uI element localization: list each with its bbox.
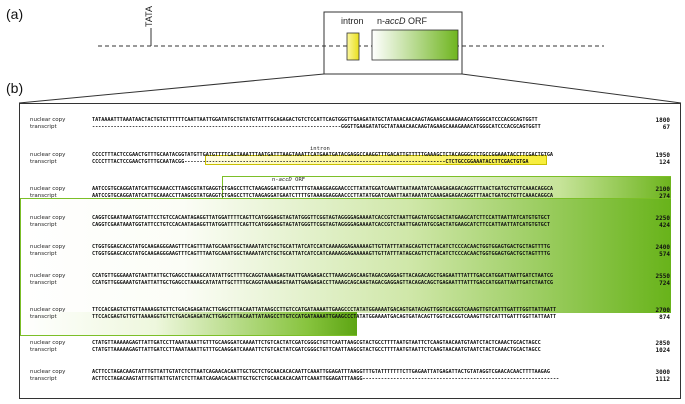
- row-label-transcript: transcript: [30, 124, 57, 130]
- position-nuclear: 1950: [655, 152, 670, 159]
- row-label-transcript: transcript: [30, 222, 57, 228]
- row-label-nuclear: nuclear copy: [30, 307, 66, 313]
- position-transcript: 424: [659, 222, 670, 229]
- sequence-nuclear: ACTTCCTAGACAAGTATTTGTTATTGTATCTCTTAATCAG…: [92, 369, 550, 375]
- position-nuclear: 2400: [655, 244, 670, 251]
- intron-annotation: intron: [310, 146, 330, 152]
- gene-map: TATA intron n-accD ORF: [18, 6, 682, 104]
- position-nuclear: 2700: [655, 307, 670, 314]
- sequence-transcript: CAGGTCGAATAAATGGTATTCCTGTCCACAATAGAGGTTA…: [92, 222, 550, 228]
- row-label-nuclear: nuclear copy: [30, 273, 66, 279]
- orf-highlight-end: [20, 312, 357, 336]
- position-transcript: 724: [659, 280, 670, 287]
- zoom-box: [323, 11, 463, 75]
- position-nuclear: 2250: [655, 215, 670, 222]
- intron-label: intron: [341, 16, 364, 26]
- intron-highlight: [205, 155, 547, 165]
- position-nuclear: 2100: [655, 186, 670, 193]
- sequence-transcript: AATCCGTGCAGGATATCATTGCAAACCTTAAGCGTATGAG…: [92, 193, 553, 199]
- row-label-transcript: transcript: [30, 376, 57, 382]
- row-label-nuclear: nuclear copy: [30, 152, 66, 158]
- orf-highlight-body: [20, 198, 671, 313]
- zoom-line-right: [461, 73, 682, 104]
- row-label-nuclear: nuclear copy: [30, 186, 66, 192]
- row-label-nuclear: nuclear copy: [30, 340, 66, 346]
- orf-label: n-accD ORF: [377, 16, 428, 26]
- row-label-nuclear: nuclear copy: [30, 244, 66, 250]
- sequence-nuclear: TTCCACGAGTGTTGTTAAAAGGTGTTCTGACAGAGATACT…: [92, 307, 557, 313]
- position-transcript: 274: [659, 193, 670, 200]
- row-label-nuclear: nuclear copy: [30, 117, 66, 123]
- sequence-transcript: CCATGTTGGGAAATGTAATTATTGCTGAGCCTAAAGCATA…: [92, 280, 553, 286]
- position-transcript: 124: [659, 159, 670, 166]
- sequence-transcript: TTCCACGAGTGTTGTTAAAAGGTGTTCTGACAGAGATACT…: [92, 314, 557, 320]
- row-label-transcript: transcript: [30, 347, 57, 353]
- row-label-transcript: transcript: [30, 314, 57, 320]
- sequence-nuclear: AATCCGTGCAGGATATCATTGCAAACCTTAAGCGTATGAG…: [92, 186, 553, 192]
- sequence-transcript: CTATGTTAAAAAGAGTTATTGATCCTTAAATAAATTGTTT…: [92, 347, 541, 353]
- sequence-transcript: CTGGTGGAGCACGTATGCAAGAGGGAAGTTTCAGTTTAAT…: [92, 251, 550, 257]
- orf-annotation: n-accD ORF: [272, 177, 306, 183]
- sequence-nuclear: CCATGTTGGGAAATGTAATTATTGCTGAGCCTAAAGCATA…: [92, 273, 553, 279]
- position-transcript: 1112: [655, 376, 670, 383]
- intron-box: [346, 32, 360, 61]
- panel-b-label: (b): [6, 80, 24, 96]
- row-label-transcript: transcript: [30, 251, 57, 257]
- sequence-transcript: ----------------------------------------…: [92, 124, 541, 130]
- position-transcript: 874: [659, 314, 670, 321]
- position-transcript: 67: [662, 124, 670, 131]
- sequence-transcript: ACTTCCTAGACAAGTATTTGTTATTGTATCTCTTAATCAG…: [92, 376, 560, 382]
- position-nuclear: 1800: [655, 117, 670, 124]
- alignment-box: [19, 103, 681, 399]
- row-label-transcript: transcript: [30, 280, 57, 286]
- row-label-nuclear: nuclear copy: [30, 215, 66, 221]
- position-transcript: 574: [659, 251, 670, 258]
- sequence-nuclear: CAGGTCGAATAAATGGTATTCCTGTCCACAATAGAGGTTA…: [92, 215, 550, 221]
- row-label-nuclear: nuclear copy: [30, 369, 66, 375]
- orf-box: [371, 29, 459, 61]
- sequence-nuclear: CTGGTGGAGCACGTATGCAAGAGGGAAGTTTCAGTTTAAT…: [92, 244, 550, 250]
- row-label-transcript: transcript: [30, 159, 57, 165]
- sequence-nuclear: CCCCTTTACTCCGAACTGTTTGCAATACGGTATGTTGATG…: [92, 152, 553, 158]
- panel-a-label: (a): [6, 6, 24, 22]
- position-transcript: 1024: [655, 347, 670, 354]
- position-nuclear: 3000: [655, 369, 670, 376]
- zoom-line-left: [18, 73, 325, 104]
- tata-label: TATA: [144, 6, 154, 27]
- position-nuclear: 2550: [655, 273, 670, 280]
- row-label-transcript: transcript: [30, 193, 57, 199]
- sequence-nuclear: CTATGTTAAAAAGAGTTATTGATCCTTAAATAAATTGTTT…: [92, 340, 541, 346]
- sequence-transcript: CCCCTTTACTCCGAACTGTTTGCAATACGG----------…: [92, 159, 529, 165]
- orf-highlight-start: [222, 176, 671, 199]
- sequence-nuclear: TATAAAATTTAAATAACTACTGTGTTTTTTCAATTAATTG…: [92, 117, 538, 123]
- position-nuclear: 2850: [655, 340, 670, 347]
